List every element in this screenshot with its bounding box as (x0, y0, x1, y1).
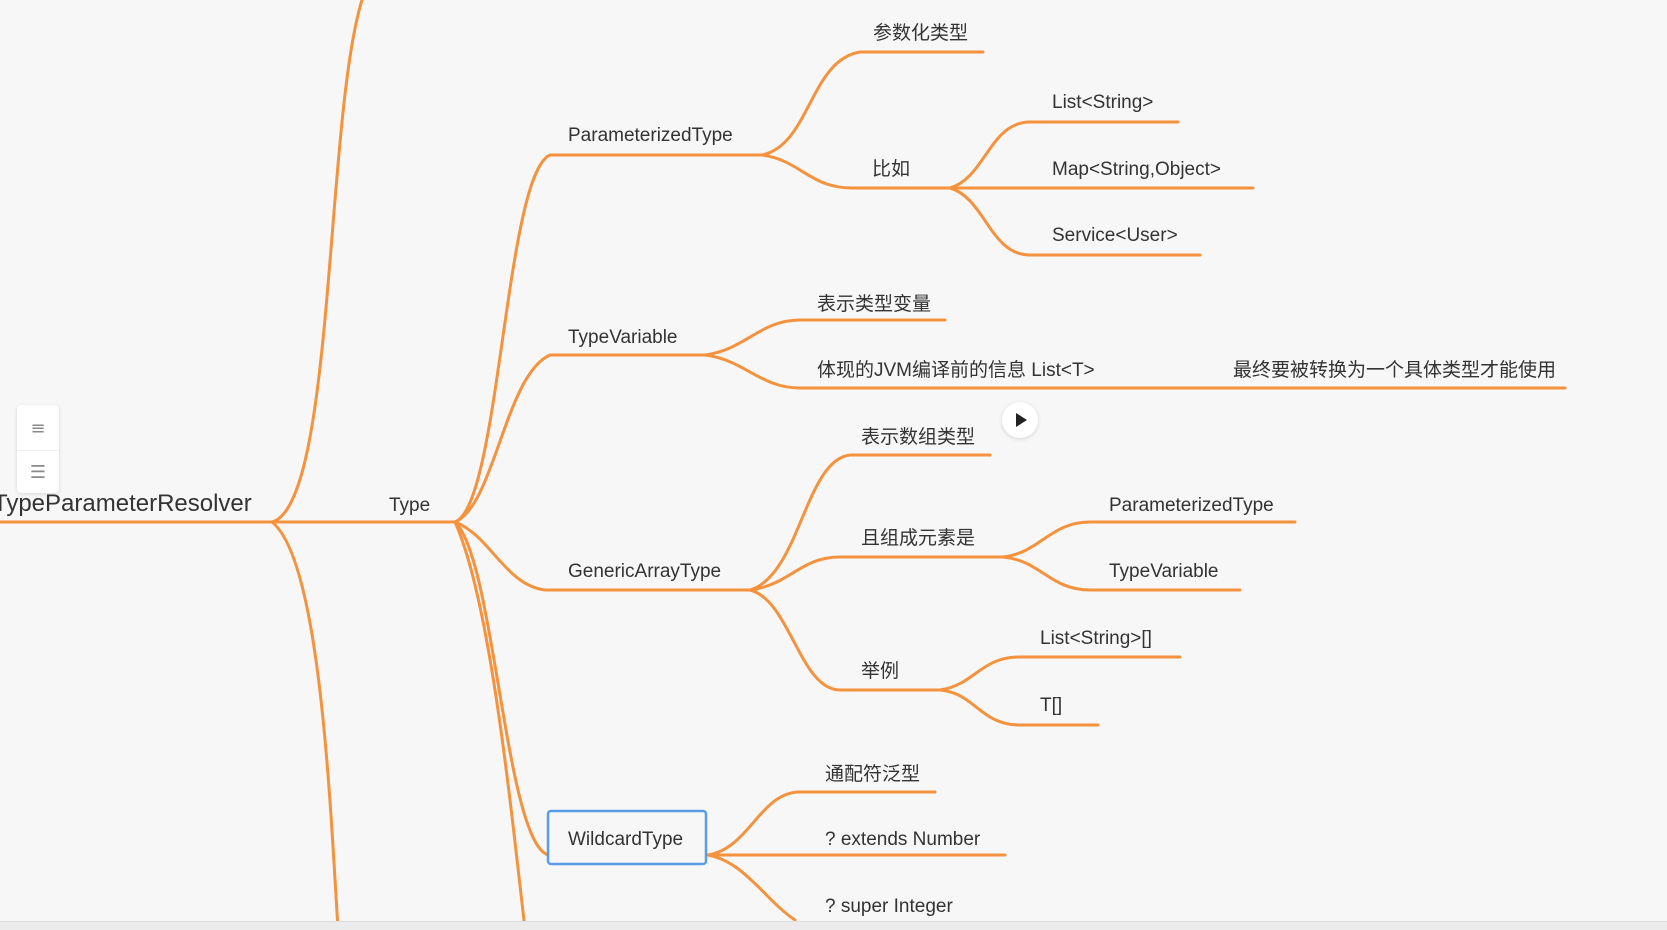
node-element-typevariable[interactable]: TypeVariable (1109, 561, 1219, 582)
typevariable-to-info-line (703, 353, 1567, 390)
node-parameterized-example[interactable]: 比如 (872, 158, 910, 180)
node-example-list[interactable]: List<String> (1052, 92, 1153, 113)
node-wildcard-super[interactable]: ? super Integer (825, 896, 953, 917)
node-element-parameterized[interactable]: ParameterizedType (1109, 495, 1274, 516)
example-to-service-line (948, 186, 1202, 257)
node-wildcard-type[interactable]: WildcardType (568, 829, 683, 850)
genericarray-to-element-line (748, 555, 1005, 592)
wildcard-to-desc-line (706, 790, 937, 857)
wildcard-to-super-line (706, 853, 797, 922)
node-typevariable-info[interactable]: 体现的JVM编译前的信息 List<T> (817, 359, 1095, 381)
node-example-t-array[interactable]: T[] (1040, 695, 1062, 716)
node-wildcard-desc[interactable]: 通配符泛型 (825, 763, 920, 785)
menu-icon[interactable]: ☰ (17, 450, 59, 493)
type-to-typevariable-line (453, 353, 707, 524)
example-to-list-array-line (938, 655, 1182, 692)
list-icon[interactable]: ≡ (30, 417, 46, 439)
type-to-parameterized-line (453, 153, 764, 524)
parameterized-to-desc-line (760, 50, 985, 157)
root-branch-up (270, 0, 364, 524)
type-branch-down (453, 520, 527, 929)
node-type-variable[interactable]: TypeVariable (568, 327, 678, 348)
element-to-parameterized-line (1001, 520, 1297, 559)
node-type[interactable]: Type (389, 495, 430, 516)
node-example-list-array[interactable]: List<String>[] (1040, 628, 1152, 649)
root-branch-down (270, 520, 340, 929)
side-toolbar: ≡ ☰ (17, 405, 59, 493)
node-root[interactable]: TypeParameterResolver (0, 490, 252, 517)
node-genericarray-desc[interactable]: 表示数组类型 (861, 426, 975, 448)
element-to-typevariable-line (1001, 555, 1242, 592)
node-example-map[interactable]: Map<String,Object> (1052, 159, 1221, 180)
type-to-wildcard-line (453, 520, 550, 857)
genericarray-to-example-line (748, 588, 942, 692)
selected-node-outline (546, 809, 708, 866)
play-icon (1016, 413, 1027, 427)
parameterized-to-example-line (760, 153, 952, 190)
type-to-genericarray-line (453, 520, 752, 592)
node-parameterized-type[interactable]: ParameterizedType (568, 125, 733, 146)
play-button[interactable] (1002, 402, 1038, 438)
typevariable-to-desc-line (703, 318, 947, 357)
example-to-list-line (948, 120, 1180, 190)
example-to-t-array-line (938, 688, 1100, 727)
node-typevariable-note[interactable]: 最终要被转换为一个具体类型才能使用 (1233, 359, 1556, 381)
node-genericarray-element[interactable]: 且组成元素是 (861, 527, 975, 549)
node-generic-array-type[interactable]: GenericArrayType (568, 561, 721, 582)
node-wildcard-extends[interactable]: ? extends Number (825, 829, 981, 850)
node-typevariable-desc[interactable]: 表示类型变量 (817, 293, 931, 315)
node-genericarray-example[interactable]: 举例 (861, 660, 899, 682)
genericarray-to-desc-line (748, 453, 992, 592)
node-example-service[interactable]: Service<User> (1052, 225, 1178, 246)
status-bar (0, 921, 1667, 930)
node-parameterized-desc[interactable]: 参数化类型 (873, 22, 968, 44)
